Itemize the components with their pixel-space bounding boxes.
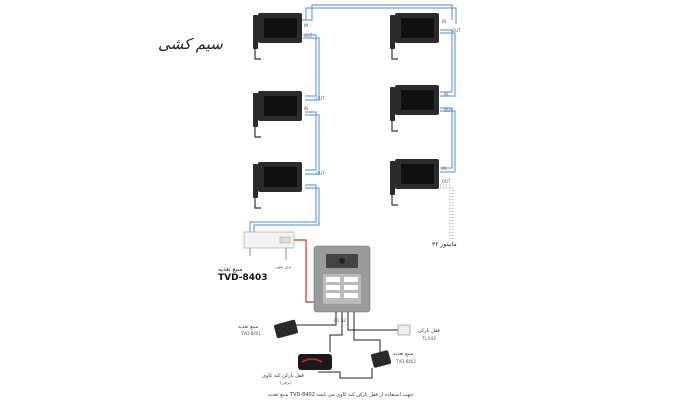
monitor-left-2 xyxy=(252,90,303,138)
port-label-out: OUT xyxy=(316,96,325,101)
port-label-in: IN xyxy=(444,92,448,97)
power-left-name: منبع تغذیه xyxy=(238,324,259,330)
bus-continuation xyxy=(440,184,454,240)
door-lock-model: TL-543 xyxy=(421,336,436,341)
port-label-out: OUT xyxy=(452,28,461,33)
monitor-left-3 xyxy=(252,161,303,209)
bus-wiring xyxy=(249,4,457,232)
power-main-sub: برق شهر xyxy=(275,264,291,269)
port-label-in: IN xyxy=(442,19,446,24)
power-supply-main xyxy=(243,231,295,260)
power-right-model: TVD-8402 xyxy=(395,359,416,364)
door-lock xyxy=(397,324,411,336)
power-supply-left xyxy=(274,319,298,339)
port-label-in: IN xyxy=(304,23,308,28)
monitor-right-2 xyxy=(389,84,440,132)
monitor-right-3 xyxy=(389,158,440,206)
port-label-in: IN xyxy=(304,106,308,111)
panel-terminals: D1 S2 xyxy=(334,318,346,323)
footer-note: منبع تغذیه TVD-8402 جهت استفاده از قفل ب… xyxy=(268,392,415,398)
card-lock xyxy=(298,354,332,370)
monitor-left-1 xyxy=(252,12,303,60)
port-label-out: OUT xyxy=(442,179,451,184)
monitor-right-1 xyxy=(389,12,440,60)
power-main-name: منبع تغذیه xyxy=(218,266,243,273)
monitor-count-label: مانیتور ۳۲ xyxy=(432,241,457,248)
diagram-title: سیم کشی xyxy=(158,35,223,53)
door-panel xyxy=(313,245,371,313)
card-lock-name: قفل بازکن کنه کاوی xyxy=(262,373,304,379)
panel-wire xyxy=(294,239,315,303)
power-left-model: TVD-8401 xyxy=(240,331,261,336)
power-right-name: منبع تغذیه xyxy=(393,351,414,357)
door-lock-name: قفل بازکن xyxy=(418,328,440,334)
power-supply-right xyxy=(370,350,392,368)
card-lock-sub: (برقی) xyxy=(280,380,292,385)
power-main-model: TVD-8403 xyxy=(218,273,268,283)
port-label-out: OUT xyxy=(316,171,325,176)
